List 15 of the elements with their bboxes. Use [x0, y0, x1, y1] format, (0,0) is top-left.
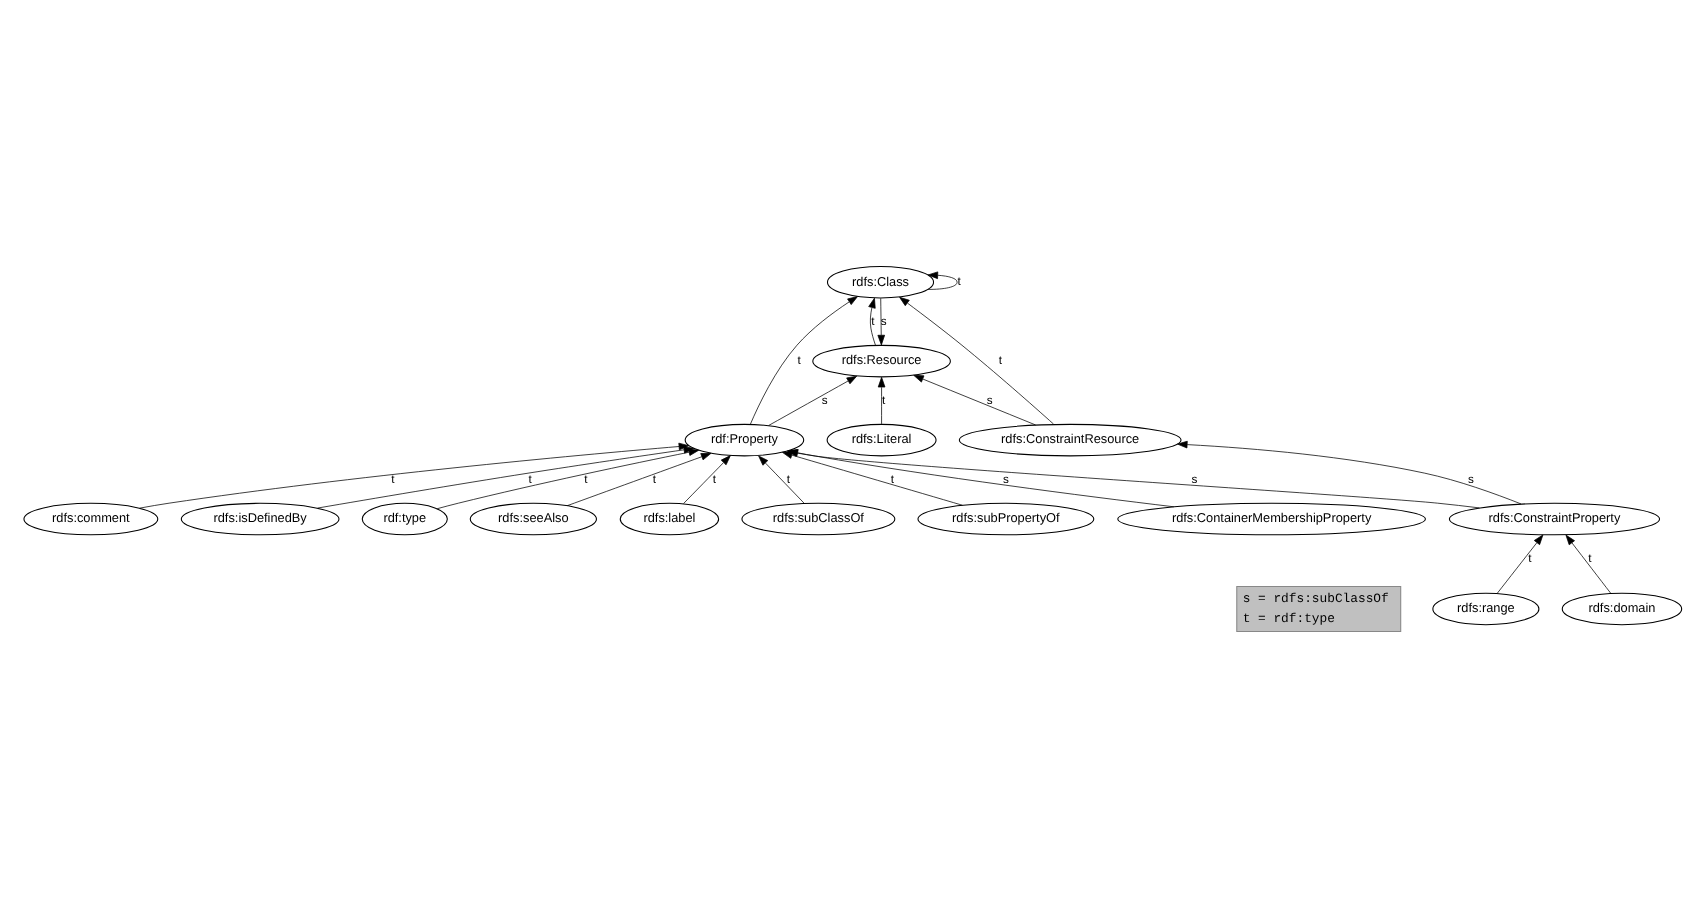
arrow: [139, 442, 690, 509]
arrow: [877, 298, 885, 346]
arrow: [683, 455, 731, 504]
arrow: [750, 296, 858, 425]
arrow: [868, 297, 876, 346]
arrow: [877, 377, 886, 425]
arrow: [758, 455, 805, 504]
arrow: [566, 453, 712, 507]
arrow: [1565, 534, 1611, 594]
arrow: [1177, 440, 1522, 505]
arrow: [899, 296, 1054, 425]
arrow: [927, 271, 958, 290]
arrow: [768, 375, 858, 426]
arrow: [1496, 534, 1544, 594]
arrow: [913, 374, 1036, 426]
